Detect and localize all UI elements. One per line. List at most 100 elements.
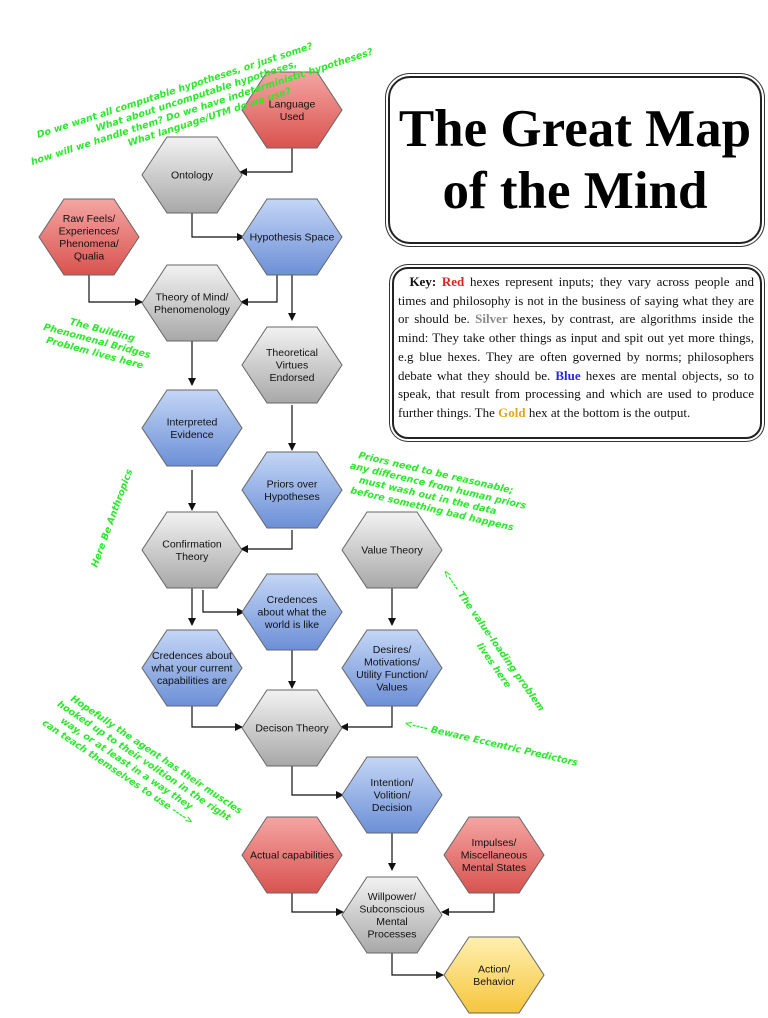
hex-label-line: Theory xyxy=(176,551,209,563)
hex-shape-blue xyxy=(241,198,343,276)
hex-shape-gold xyxy=(443,936,545,1014)
hex-label-line: Language xyxy=(269,98,316,110)
hex-label-line: Impulses/ xyxy=(472,837,517,849)
hex-label-line: Used xyxy=(280,111,305,123)
key-blue-word: Blue xyxy=(555,367,581,383)
hex-label-line: Credences xyxy=(267,594,318,606)
hex-shape-blue xyxy=(241,451,343,529)
hex-label-line: Qualia xyxy=(74,250,105,262)
edge-impulses-to-willpower xyxy=(441,892,495,916)
key-text-2: hexes, by contrast, are algorithms insid… xyxy=(398,311,754,383)
hex-label-line: Desires/ xyxy=(373,644,412,656)
edge-decision-to-intention xyxy=(291,765,344,799)
hex-label-line: Evidence xyxy=(170,429,213,441)
key-text-4: hex at the bottom is the output. xyxy=(525,404,691,420)
hex-label-line: Priors over xyxy=(267,478,318,490)
hex-theory-of-mind: Theory of Mind/Phenomenology xyxy=(141,264,243,342)
key-text-1: hexes represent inputs; they vary across… xyxy=(398,274,755,327)
hex-label-line: world is like xyxy=(264,619,319,631)
edge-confirmation-to-world xyxy=(202,590,245,616)
hex-label: Value Theory xyxy=(361,545,423,557)
edges xyxy=(88,147,495,979)
hex-label-line: Behavior xyxy=(473,976,515,988)
hex-shape-red xyxy=(443,816,545,894)
hex-label-line: Decision xyxy=(372,802,412,814)
hex-decision-theory: Decison Theory xyxy=(241,689,343,767)
hex-label: Desires/Motivations/Utility Function/Val… xyxy=(356,644,428,694)
note-value-loading: <---- The value-loading problem lives he… xyxy=(428,567,548,724)
hex-label-line: what your current xyxy=(150,663,232,675)
hex-shape-silver xyxy=(341,511,443,589)
edge-rawfeels-to-tom xyxy=(88,273,143,306)
title-line-1: The Great Map xyxy=(398,100,752,158)
hex-shape-red xyxy=(38,198,140,276)
hex-label-line: Processes xyxy=(367,928,416,940)
hex-shape-silver xyxy=(241,689,343,767)
note-eccentric-predictors: <---- Beware Eccentric Predictors xyxy=(403,718,579,769)
hex-label-line: Action/ xyxy=(478,963,510,975)
hex-label-line: Ontology xyxy=(171,170,214,182)
hex-label-line: Theoretical xyxy=(266,347,318,359)
hex-label: Actual capabilities xyxy=(250,850,334,862)
hex-shape-red xyxy=(241,71,343,149)
hex-shape-silver xyxy=(241,326,343,404)
title-line-2: of the Mind xyxy=(442,162,708,220)
hex-shape-blue xyxy=(241,573,343,651)
hex-label-line: Intention/ xyxy=(370,777,413,789)
hex-label: Ontology xyxy=(171,170,214,182)
hex-label-line: Hypotheses xyxy=(264,491,319,503)
edge-language-to-ontology xyxy=(239,147,293,176)
hex-shape-blue xyxy=(341,629,443,707)
hex-shape-blue xyxy=(141,389,243,467)
hex-label-line: Volition/ xyxy=(374,790,411,802)
hex-shape-silver xyxy=(141,136,243,214)
note-anthropics: Here Be Anthropics xyxy=(89,467,135,569)
hex-label-line: Willpower/ xyxy=(368,891,417,903)
hex-label: Action/Behavior xyxy=(473,963,515,988)
hex-label-line: Interpreted xyxy=(167,416,218,428)
edge-actual-to-willpower xyxy=(291,892,344,916)
edge-capabilities-to-decision xyxy=(191,705,243,731)
hex-label-line: Confirmation xyxy=(162,538,222,550)
hex-actual-capabilities: Actual capabilities xyxy=(241,816,343,894)
hex-label-line: Actual capabilities xyxy=(250,850,334,862)
hex-label: Intention/Volition/Decision xyxy=(370,777,413,814)
key-red-word: Red xyxy=(441,274,465,289)
hex-label-line: Raw Feels/ xyxy=(63,213,116,225)
title-box: The Great Map of the Mind xyxy=(388,76,762,244)
hex-ontology: Ontology xyxy=(141,136,243,214)
hex-label-line: Values xyxy=(376,681,407,693)
edge-ontology-to-hypothesis xyxy=(191,210,245,241)
hex-label-line: Theory of Mind/ xyxy=(156,291,229,303)
hex-label-line: Utility Function/ xyxy=(356,669,428,681)
hex-shape-blue xyxy=(141,629,243,707)
key-box: Key: Red hexes represent inputs; they va… xyxy=(392,267,762,439)
hex-label-line: Decison Theory xyxy=(255,723,329,735)
hex-shape-blue xyxy=(341,756,443,834)
hex-value-theory: Value Theory xyxy=(341,511,443,589)
hex-label-line: Value Theory xyxy=(361,545,423,557)
key-gold-word: Gold xyxy=(498,404,526,420)
hex-shape-silver xyxy=(141,511,243,589)
hex-label-line: Subconscious xyxy=(359,903,424,915)
hex-label-line: Mental xyxy=(376,916,408,928)
hex-raw-feels: Raw Feels/Experiences/Phenomena/Qualia xyxy=(38,198,140,276)
edge-hypothesis-to-tom xyxy=(240,270,278,306)
